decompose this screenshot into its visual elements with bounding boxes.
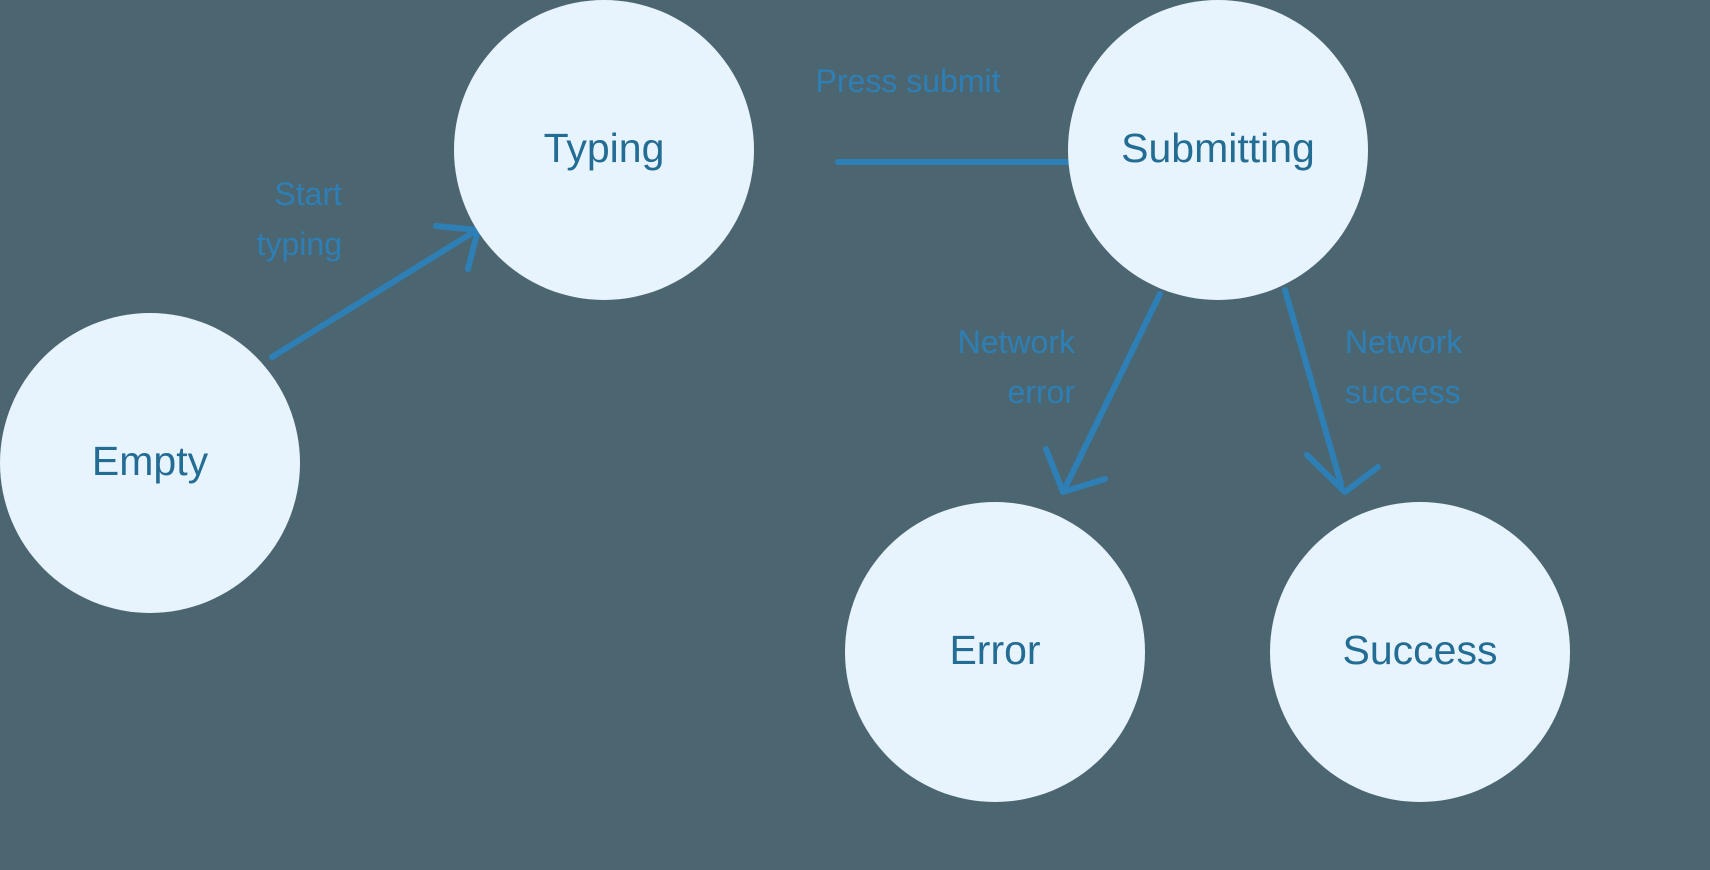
node-label-error: Error xyxy=(949,627,1040,673)
node-typing[interactable]: Typing xyxy=(454,0,754,300)
edge-line-submitting-to-success xyxy=(1282,287,1344,487)
node-label-typing: Typing xyxy=(544,125,665,171)
node-circle-success[interactable] xyxy=(1270,502,1570,802)
edge-label-line: success xyxy=(1345,374,1461,410)
edge-label-submitting-to-success: Network success xyxy=(1345,324,1463,410)
edge-label-line: Press submit xyxy=(816,63,1001,99)
node-circle-submitting[interactable] xyxy=(1068,0,1368,300)
arrowhead-icon-submitting-to-error xyxy=(1043,446,1108,495)
node-label-success: Success xyxy=(1343,627,1498,673)
node-success[interactable]: Success xyxy=(1270,502,1570,802)
node-error[interactable]: Error xyxy=(845,502,1145,802)
arrowhead-icon-submitting-to-success xyxy=(1304,452,1381,495)
node-label-submitting: Submitting xyxy=(1121,125,1315,171)
edge-label-typing-to-submitting: Press submit xyxy=(816,63,1001,99)
node-circle-error[interactable] xyxy=(845,502,1145,802)
edge-submitting-to-error xyxy=(1043,291,1163,495)
edge-submitting-to-success xyxy=(1282,287,1381,495)
node-circle-empty[interactable] xyxy=(0,313,300,613)
node-label-empty: Empty xyxy=(92,438,209,484)
edge-line-empty-to-typing xyxy=(269,230,475,360)
edges-layer xyxy=(269,128,1381,495)
edge-label-line: Network xyxy=(958,324,1076,360)
node-circle-typing[interactable] xyxy=(454,0,754,300)
edge-label-submitting-to-error: Network error xyxy=(958,324,1076,410)
edge-label-line: Start xyxy=(274,176,342,212)
edge-line-submitting-to-error xyxy=(1063,291,1163,489)
node-submitting[interactable]: Submitting xyxy=(1068,0,1368,300)
node-empty[interactable]: Empty xyxy=(0,313,300,613)
edge-label-line: error xyxy=(1007,374,1075,410)
edge-label-empty-to-typing: Start typing xyxy=(257,176,343,262)
edge-label-line: Network xyxy=(1345,324,1463,360)
edge-label-line: typing xyxy=(257,226,342,262)
